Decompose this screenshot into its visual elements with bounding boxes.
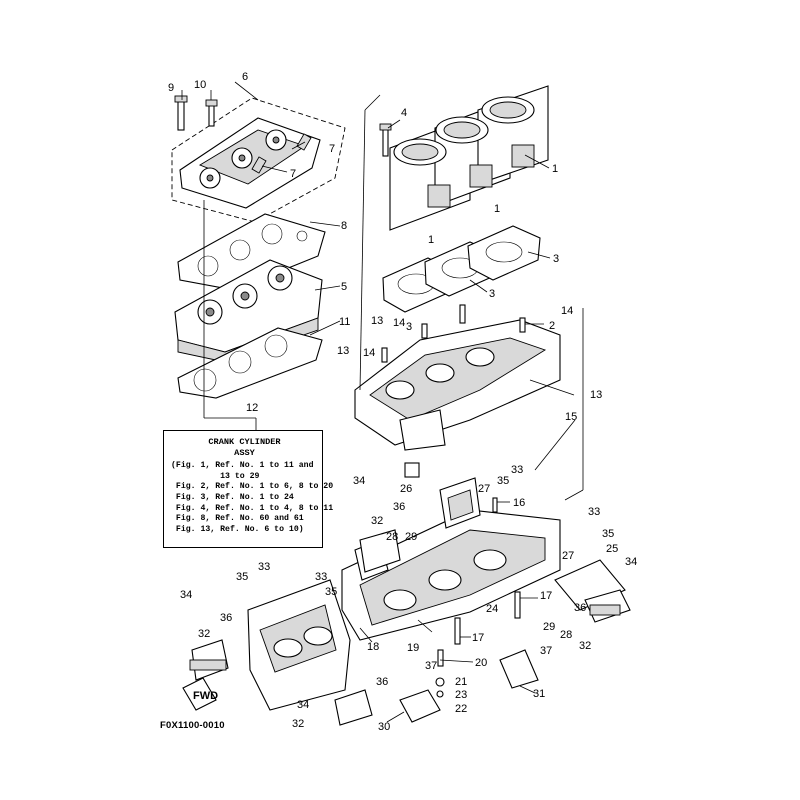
info-box-line: Fig. 2, Ref. No. 1 to 6, 8 to 20 [171,482,334,492]
callout-1: 1 [494,203,500,215]
callout-37: 37 [540,645,552,657]
callout-30: 30 [378,721,390,733]
callout-17: 17 [472,632,484,644]
upper-crankcase [354,304,561,451]
callout-14: 14 [561,305,573,317]
callout-9: 9 [168,82,174,94]
head-bolts [174,95,218,131]
callout-7: 7 [290,168,296,180]
callout-31: 31 [533,688,545,700]
callout-3: 3 [553,253,559,265]
callout-32: 32 [579,640,591,652]
callout-17: 17 [540,590,552,602]
callout-36: 36 [574,602,586,614]
base-gasket [177,327,323,399]
assembly-info-box: CRANK CYLINDER ASSY (Fig. 1, Ref. No. 1 … [163,430,334,548]
callout-32: 32 [292,718,304,730]
info-box-subtitle: ASSY [234,447,255,458]
head-gasket [177,213,326,291]
callout-26: 26 [400,483,412,495]
callout-3: 3 [489,288,495,300]
studs-and-bolts [435,497,521,698]
leader-lines [181,81,584,723]
right-engine-mount [554,559,631,623]
callout-29: 29 [405,531,417,543]
callout-35: 35 [497,475,509,487]
lower-crankcase [341,509,561,641]
callout-14: 14 [393,317,405,329]
callout-37: 37 [425,660,437,672]
callout-1: 1 [552,163,558,175]
info-box-line: Fig. 4, Ref. No. 1 to 4, 8 to 11 [171,503,334,513]
callout-33: 33 [258,561,270,573]
callout-16: 16 [513,497,525,509]
callout-27: 27 [478,483,490,495]
cylinder-head [174,259,323,363]
callout-13: 13 [371,315,383,327]
callout-32: 32 [198,628,210,640]
callout-29: 29 [543,621,555,633]
bushing-and-bracket [404,462,481,529]
info-box-line: 13 to 29 [171,471,260,481]
cylinder-head-assembly [171,97,346,223]
callout-25: 25 [606,543,618,555]
callout-22: 22 [455,703,467,715]
callout-33: 33 [588,506,600,518]
callout-11: 11 [339,316,350,328]
left-engine-mount [189,529,401,681]
cylinder-blocks [389,85,549,231]
callout-13: 13 [590,389,602,401]
callout-14: 14 [363,347,375,359]
callout-12: 12 [246,402,258,414]
callout-34: 34 [353,475,365,487]
callout-7: 7 [329,143,335,155]
info-box-title: CRANK CYLINDER [208,437,281,447]
fwd-arrow: FWD [182,677,218,711]
callout-2: 2 [549,320,555,332]
callout-36: 36 [220,612,232,624]
callout-35: 35 [602,528,614,540]
callout-27: 27 [562,550,574,562]
callout-23: 23 [455,689,467,701]
callout-34: 34 [297,699,309,711]
bottom-mounts [334,649,539,726]
callout-28: 28 [386,531,398,543]
callout-34: 34 [180,589,192,601]
info-box-line: (Fig. 1, Ref. No. 1 to 11 and [171,461,314,471]
callout-5: 5 [341,281,347,293]
head-nipples [251,133,312,174]
callout-15: 15 [565,411,577,423]
callout-13: 13 [337,345,349,357]
callout-35: 35 [236,571,248,583]
callout-35: 35 [325,586,337,598]
callout-8: 8 [341,220,347,232]
callout-33: 33 [315,571,327,583]
callout-3: 3 [406,321,412,333]
callout-18: 18 [367,641,379,653]
exhaust-manifold [247,579,351,711]
info-box-line: Fig. 3, Ref. No. 1 to 24 [171,492,294,502]
callout-32: 32 [371,515,383,527]
callout-10: 10 [194,79,206,91]
fwd-label: FWD [193,690,218,702]
callout-33: 33 [511,464,523,476]
callout-36: 36 [376,676,388,688]
callout-36: 36 [393,501,405,513]
cylinder-gaskets [382,225,541,313]
callout-6: 6 [242,71,248,83]
callout-numbers: 1 1 1 2 3 3 3 4 5 6 7 7 8 9 10 11 12 13 … [168,71,637,733]
figure-code: F0X1100-0010 [160,720,225,731]
cylinder-bolt [379,123,392,157]
callout-28: 28 [560,629,572,641]
callout-4: 4 [401,107,407,119]
callout-21: 21 [455,676,467,688]
info-box-line: Fig. 13, Ref. No. 6 to 10) [171,524,304,534]
callout-34: 34 [625,556,637,568]
callout-24: 24 [486,603,498,615]
callout-1: 1 [428,234,434,246]
callout-19: 19 [407,642,419,654]
callout-20: 20 [475,657,487,669]
info-box-line: Fig. 8, Ref. No. 60 and 61 [171,514,304,524]
